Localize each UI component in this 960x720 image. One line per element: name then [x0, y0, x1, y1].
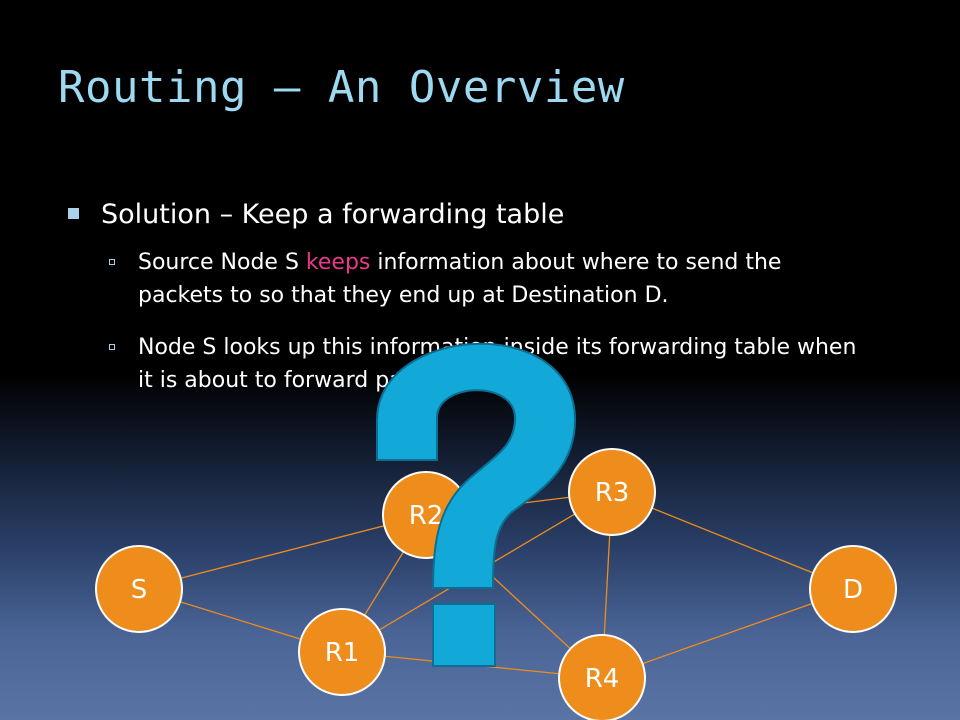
question-mark-icon	[376, 342, 577, 667]
node-label: S	[131, 575, 148, 605]
square-bullet-icon	[68, 208, 79, 219]
node-circle	[298, 608, 386, 696]
small-square-bullet-icon	[109, 344, 115, 350]
bullet-solution: Solution – Keep a forwarding table	[68, 196, 928, 234]
node-label: R1	[325, 638, 360, 668]
sub1-text-after: information about where to send the pack…	[138, 250, 782, 308]
node-label: R3	[595, 478, 630, 508]
sub1-text-before: Source Node S	[138, 250, 306, 275]
edge-r4-d	[601, 588, 854, 679]
sub-bullet-source-keeps: Source Node S keeps information about wh…	[106, 246, 866, 312]
node-r4: R4	[558, 634, 646, 720]
bullet-solution-text: Solution – Keep a forwarding table	[101, 199, 565, 230]
small-square-bullet-icon	[109, 259, 115, 265]
node-s: S	[95, 545, 183, 633]
node-label: D	[843, 575, 863, 605]
keeps-highlight: keeps	[305, 250, 371, 275]
node-d: D	[809, 545, 897, 633]
node-label: R4	[585, 664, 620, 694]
edge-s-r2	[138, 514, 427, 590]
node-circle	[809, 545, 897, 633]
node-circle	[568, 448, 656, 536]
node-circle	[95, 545, 183, 633]
node-r3: R3	[568, 448, 656, 536]
slide-title: Routing – An Overview	[58, 62, 625, 113]
node-circle	[558, 634, 646, 720]
question-mark-dot	[432, 603, 496, 667]
question-mark-hook	[376, 342, 577, 589]
node-label: R2	[409, 501, 444, 531]
node-r1: R1	[298, 608, 386, 696]
